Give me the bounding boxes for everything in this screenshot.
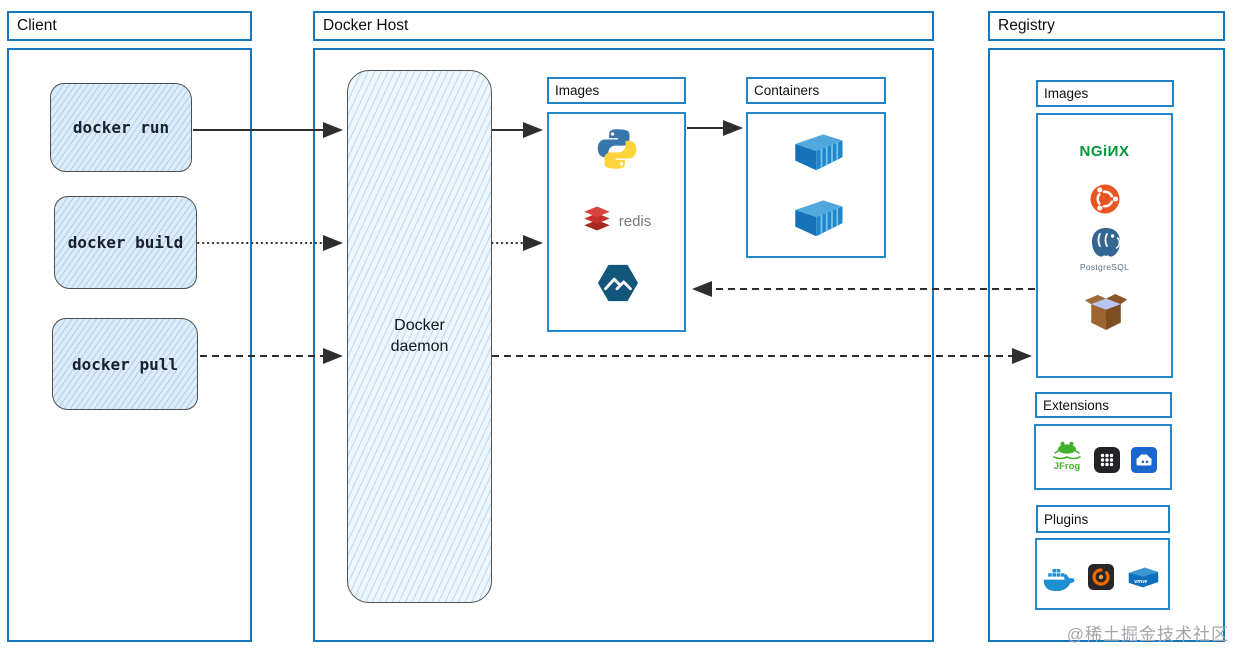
ubuntu-logo [1090,184,1120,219]
docker-daemon-node: Docker daemon [347,70,492,603]
vmware-icon: vmw [1125,565,1161,595]
docker-daemon-label: Docker daemon [390,316,449,355]
nginx-logo: NGiИX [1079,143,1130,160]
docker-host-title-label: Docker Host [323,17,409,34]
registry-images-panel-body: NGiИX PostgreSQL [1036,113,1173,378]
docker-pull-label: docker pull [72,354,178,374]
container-3d-icon [789,196,847,243]
vmware-label: vmw [1134,579,1147,585]
registry-images-panel-title: Images [1036,80,1174,107]
containers-panel-body [746,112,886,258]
container-3d-icon [789,130,847,177]
extensions-panel-body: JFrog [1034,424,1172,490]
client-section-title: Client [7,11,252,41]
postgresql-logo [1088,226,1124,267]
redis-label: redis [618,212,652,230]
registry-images-title-label: Images [1044,86,1089,101]
registry-title-label: Registry [998,17,1055,34]
plugins-panel-body: vmw [1035,538,1170,610]
host-images-title-label: Images [555,83,600,98]
grafana-icon [1088,564,1114,595]
extensions-title-label: Extensions [1043,397,1110,413]
docker-build-node: docker build [54,196,197,289]
jfrog-label: JFrog [1053,461,1081,472]
docker-pull-node: docker pull [52,318,198,410]
docker-host-section-title: Docker Host [313,11,934,41]
postgresql-label: PostgreSQL [1079,262,1130,272]
docker-run-node: docker run [50,83,192,172]
watermark: @稀土掘金技术社区 [1066,625,1229,644]
extensions-panel-title: Extensions [1035,392,1172,418]
nas-drive-icon [1131,447,1157,478]
containers-title-label: Containers [754,83,820,98]
plugins-panel-title: Plugins [1036,505,1170,533]
jfrog-icon: JFrog [1046,438,1088,472]
python-logo [595,127,639,176]
host-images-panel-title: Images [547,77,686,104]
alpine-logo [597,263,639,308]
app-grid-icon [1094,447,1120,478]
containers-panel-title: Containers [746,77,886,104]
redis-logo-row: redis [549,205,684,237]
registry-section-title: Registry [988,11,1225,41]
docker-whale-icon [1043,564,1077,596]
host-images-panel-body: redis [547,112,686,332]
docker-build-label: docker build [67,233,184,252]
docker-run-label: docker run [72,118,170,137]
busybox-logo [1082,291,1130,337]
client-title-label: Client [17,17,57,34]
plugins-title-label: Plugins [1044,511,1089,527]
redis-logo [582,205,612,237]
